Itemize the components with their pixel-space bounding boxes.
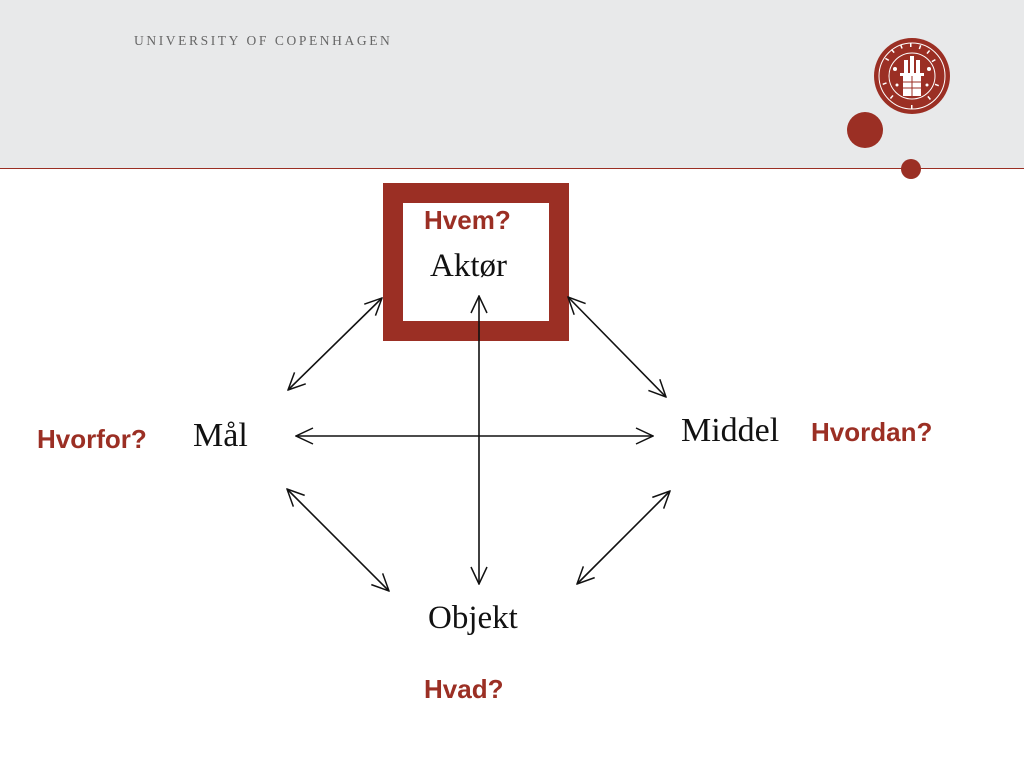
decorative-dot-small [901,159,921,179]
university-seal-icon [874,38,950,114]
university-name: UNIVERSITY OF COPENHAGEN [134,33,393,48]
goal-question: Hvorfor? [37,424,147,454]
arrow-means-object [577,491,670,584]
actor-question: Hvem? [424,205,511,235]
arrow-goal-object [287,489,389,591]
actor-term: Aktør [430,248,507,284]
header-divider [0,168,1024,169]
means-term: Middel [681,412,780,449]
arrow-actor-means [568,297,666,397]
object-question: Hvad? [424,674,504,704]
goal-term: Mål [193,417,248,454]
arrow-actor-goal [288,298,382,390]
means-question: Hvordan? [811,417,933,447]
object-term: Objekt [428,600,518,636]
decorative-dot-large [847,112,883,148]
